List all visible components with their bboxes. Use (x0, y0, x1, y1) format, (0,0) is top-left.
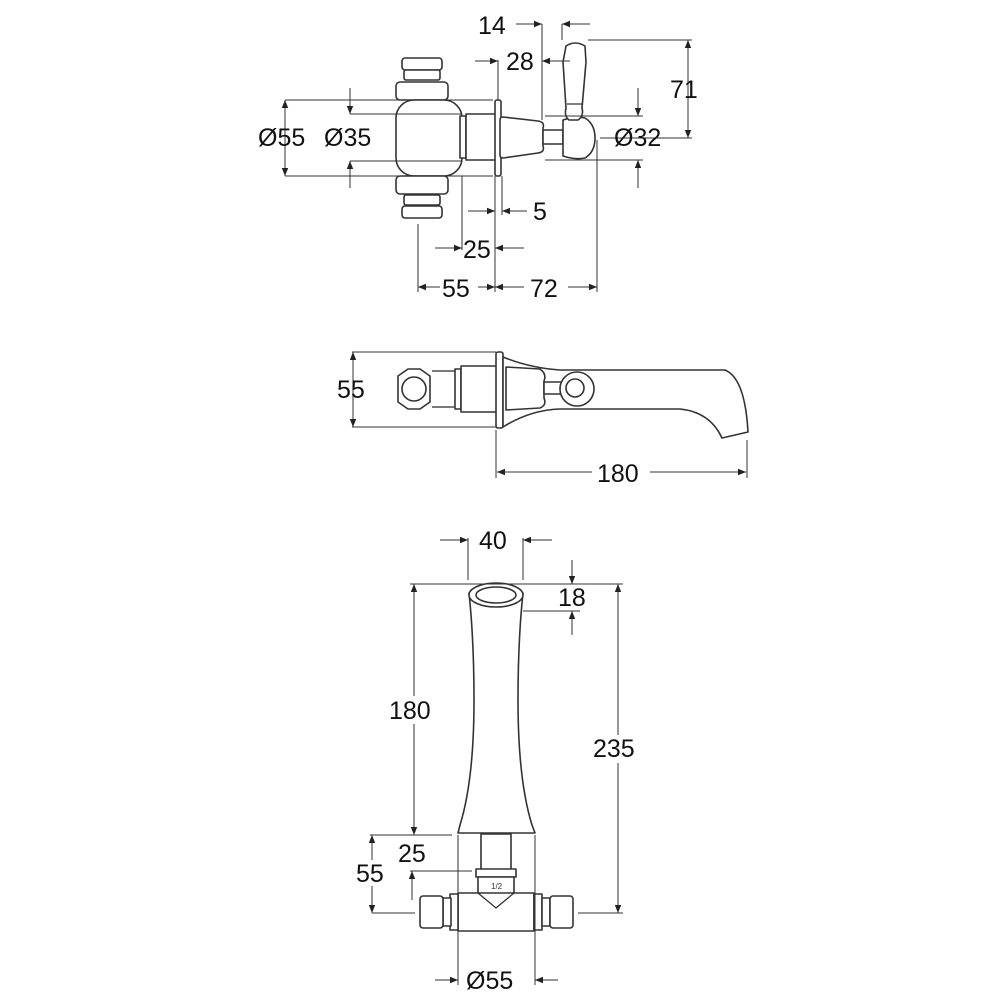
dim-front-180: 180 (389, 697, 431, 725)
dim-plan-55: 55 (442, 275, 470, 303)
dim-front-235: 235 (593, 735, 635, 763)
dim-plan-dia32: Ø32 (614, 124, 661, 152)
dim-front-18: 18 (558, 584, 586, 612)
dim-front-25: 25 (398, 840, 426, 868)
dim-side-180: 180 (597, 460, 639, 488)
dim-front-dia55: Ø55 (466, 967, 513, 995)
dim-plan-28: 28 (506, 48, 534, 76)
side-view: 55 180 (337, 351, 749, 488)
front-view: 1/2 40 18 180 235 25 (354, 527, 646, 995)
dim-plan-14: 14 (478, 12, 506, 40)
dim-plan-dia55: Ø55 (258, 124, 305, 152)
dim-plan-72: 72 (530, 275, 558, 303)
dim-front-40: 40 (479, 527, 507, 555)
dim-plan-71: 71 (670, 76, 698, 104)
inlet-size-label: 1/2 (491, 882, 503, 891)
dim-plan-5: 5 (533, 198, 547, 226)
dim-front-55: 55 (356, 860, 384, 888)
plan-view: Ø55 Ø35 14 28 71 Ø32 5 (258, 12, 698, 303)
dim-side-55: 55 (337, 376, 365, 404)
dim-plan-dia35: Ø35 (324, 124, 371, 152)
dim-plan-25: 25 (463, 236, 491, 264)
